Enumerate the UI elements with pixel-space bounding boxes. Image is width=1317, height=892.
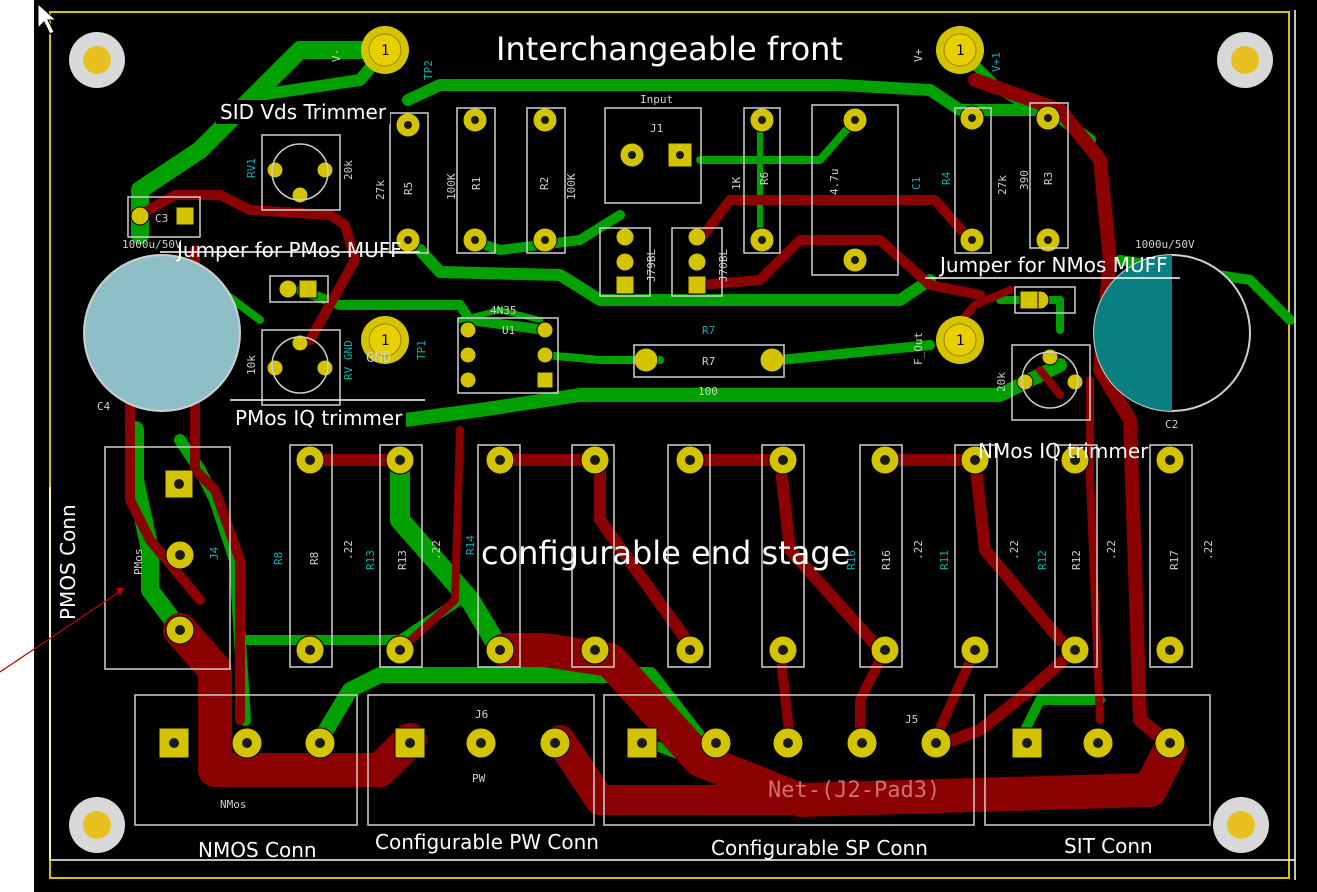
silk-rv-gnd: RV GND bbox=[342, 340, 355, 380]
tp2-pin: 1 bbox=[381, 43, 389, 59]
tp1-pin: 1 bbox=[381, 333, 389, 349]
silk-r13-a: R13 bbox=[364, 550, 377, 570]
silk-c1-val: 4.7u bbox=[828, 169, 841, 196]
annotation-jumper-pmos: Jumper for PMos MUFF bbox=[177, 238, 402, 262]
silk-j6: J6 bbox=[475, 708, 488, 721]
silk-r5: R5 bbox=[402, 182, 415, 195]
annotation-configurable-pw-conn: Configurable PW Conn bbox=[375, 830, 599, 854]
silk-r3-val: 390 bbox=[1018, 170, 1031, 190]
annotation-interchangeable-front: Interchangeable front bbox=[496, 30, 843, 68]
silk-rv-lower-val: 10k bbox=[245, 355, 258, 375]
silk-rv1-val: 20k bbox=[342, 160, 355, 180]
board-outline bbox=[49, 11, 1290, 879]
annotation-configurable-end-stage: configurable end stage bbox=[481, 534, 851, 572]
silk-j4: J4 bbox=[208, 546, 221, 560]
silk-r5-val: 27k bbox=[374, 180, 387, 200]
capacitor-c4 bbox=[83, 254, 241, 412]
silk-q-left: J79BL bbox=[645, 249, 658, 282]
capacitor-c2 bbox=[1093, 254, 1251, 412]
silk-r2-val: 100K bbox=[565, 173, 578, 200]
silk-r2: R2 bbox=[538, 177, 551, 190]
test-points bbox=[361, 26, 984, 364]
annotation-jumper-nmos: Jumper for NMos MUFF bbox=[940, 253, 1168, 277]
silk-r1-val: 100K bbox=[445, 173, 458, 200]
silk-c3: C3 bbox=[155, 212, 168, 225]
silk-r16-val: .22 bbox=[912, 540, 925, 560]
silk-r11-a: R11 bbox=[938, 550, 951, 570]
silk-r12-a: R12 bbox=[1036, 550, 1049, 570]
silk-r11-val: .22 bbox=[1008, 540, 1021, 560]
silk-u1: U1 bbox=[502, 324, 515, 337]
silk-r7: R7 bbox=[702, 324, 715, 337]
silk-r6: R6 bbox=[758, 172, 771, 185]
silk-r7-val: 100 bbox=[698, 385, 718, 398]
silk-r16-a: R16 bbox=[845, 550, 858, 570]
silk-c2-val: 1000u/50V bbox=[1135, 238, 1195, 251]
pad-drills bbox=[169, 114, 1175, 748]
silk-input: Input bbox=[640, 93, 673, 106]
silk-j5: J5 bbox=[905, 713, 918, 726]
tp4-pin: 1 bbox=[956, 333, 964, 349]
annotation-nmos-iq-trimmer: NMos IQ trimmer bbox=[978, 439, 1149, 463]
silk-r8-val: .22 bbox=[342, 540, 355, 560]
silk-c2: C2 bbox=[1165, 418, 1178, 431]
silk-tp1: TP1 bbox=[415, 340, 428, 360]
silk-nmos: NMos bbox=[220, 798, 247, 811]
silk-u1-val: 4N35 bbox=[490, 304, 517, 317]
silk-r12-b: R12 bbox=[1070, 550, 1083, 570]
silk-v1: V+1 bbox=[990, 52, 1003, 72]
silk-v-plus: V+ bbox=[912, 48, 925, 62]
silk-q-right: J70BL bbox=[717, 249, 730, 282]
silk-r3: R3 bbox=[1042, 172, 1055, 185]
silk-r8-a: R8 bbox=[272, 552, 285, 565]
annotation-sid-vds-trimmer: SID Vds Trimmer bbox=[216, 100, 391, 124]
silkscreen-outlines bbox=[104, 102, 1211, 826]
silk-r1: R1 bbox=[470, 177, 483, 190]
tp3-pin: 1 bbox=[956, 43, 964, 59]
annotation-lines bbox=[49, 10, 1296, 880]
test-point-numbers: 1 1 1 1 bbox=[381, 43, 964, 349]
silk-r4-val: 27k bbox=[996, 175, 1009, 195]
silk-r8-b: R8 bbox=[308, 552, 321, 565]
net-label: Net-(J2-Pad3) bbox=[768, 778, 940, 803]
annotation-nmos-conn: NMOS Conn bbox=[198, 838, 317, 862]
silk-c3-val: 1000u/50V bbox=[122, 238, 182, 251]
silk-j1: J1 bbox=[650, 122, 663, 135]
silk-r7-inner: R7 bbox=[702, 355, 715, 368]
silk-r17: R17 bbox=[1168, 550, 1181, 570]
mounting-holes bbox=[69, 32, 1273, 853]
silk-r13-val: .22 bbox=[430, 540, 443, 560]
annotation-sit-conn: SIT Conn bbox=[1064, 834, 1153, 858]
silk-pmos: PMos bbox=[132, 549, 145, 576]
silk-r4: R4 bbox=[940, 171, 953, 185]
silk-r-right-val: 20k bbox=[995, 372, 1008, 392]
annotation-pmos-iq-trimmer: PMos IQ trimmer bbox=[231, 406, 407, 430]
silk-r16-b: R16 bbox=[880, 550, 893, 570]
silk-r13-b: R13 bbox=[396, 550, 409, 570]
silk-tp2: TP2 bbox=[422, 60, 435, 80]
silk-c1: C1 bbox=[910, 177, 923, 190]
silk-r12-val: .22 bbox=[1105, 540, 1118, 560]
annotation-pmos-conn: PMOS Conn bbox=[56, 504, 80, 620]
silk-c4: C4 bbox=[97, 400, 111, 413]
silk-gnd: GND bbox=[366, 350, 391, 366]
pmos-arrow bbox=[0, 588, 124, 673]
annotation-configurable-sp-conn: Configurable SP Conn bbox=[711, 836, 928, 860]
silk-r6-val: 1K bbox=[730, 176, 743, 190]
silkscreen-text: V- TP2 V+ V+1 GND TP1 F_Out RV1 20k 10k … bbox=[97, 48, 1215, 811]
silk-v-minus: V- bbox=[330, 49, 343, 62]
silk-r17-val: .22 bbox=[1202, 540, 1215, 560]
silk-pw: PW bbox=[472, 772, 486, 785]
cursor-icon bbox=[37, 2, 58, 35]
silk-fout: F_Out bbox=[912, 332, 925, 365]
silk-r14: R14 bbox=[464, 535, 477, 555]
silk-rv1: RV1 bbox=[245, 158, 258, 178]
